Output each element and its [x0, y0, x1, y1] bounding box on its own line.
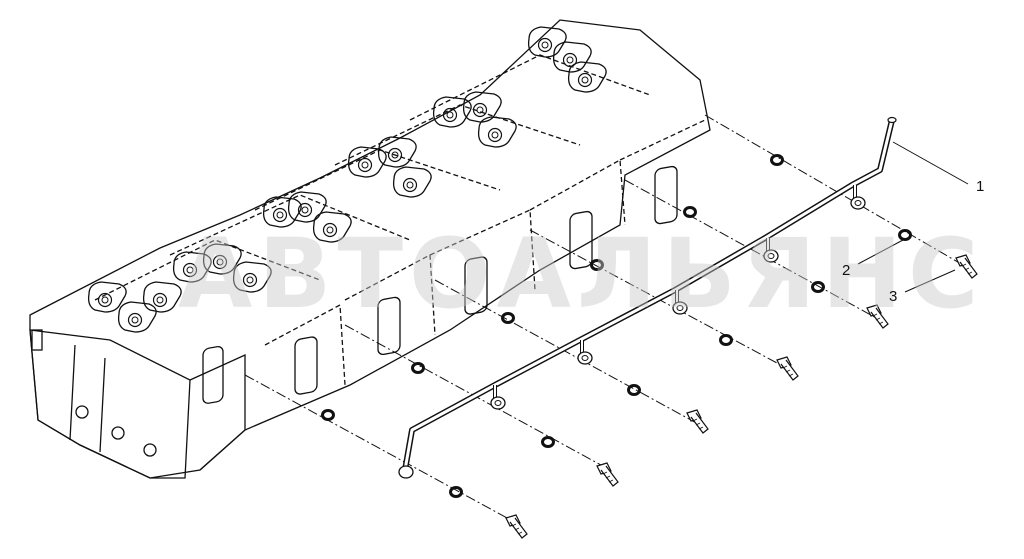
- callout-3: 3: [889, 288, 898, 305]
- callout-1: 1: [976, 178, 985, 195]
- watermark: АВТОАЛЬЯНС: [178, 218, 985, 330]
- callout-leaders: [857, 141, 969, 293]
- callout-2: 2: [842, 262, 851, 279]
